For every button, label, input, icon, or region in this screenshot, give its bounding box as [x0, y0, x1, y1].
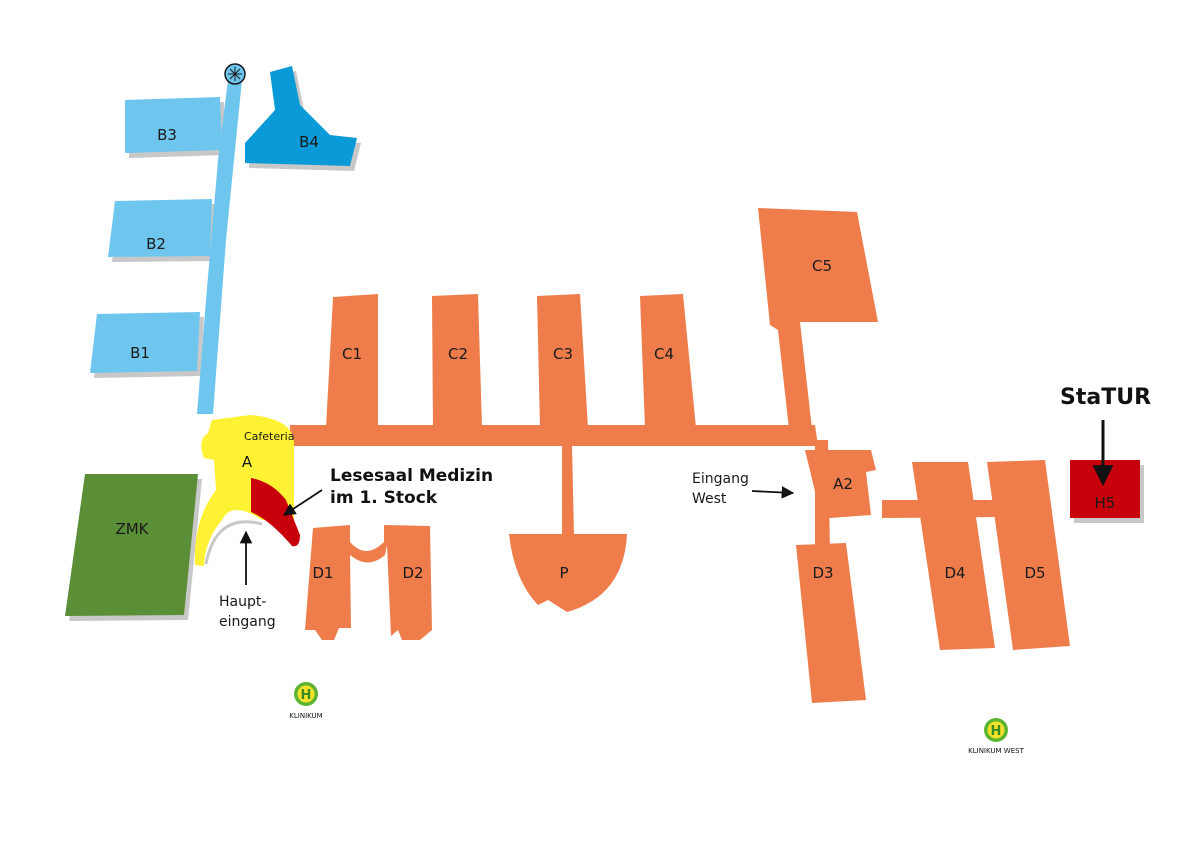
building-d5[interactable] — [987, 460, 1070, 650]
label-cafeteria: Cafeteria — [244, 430, 294, 443]
building-b4[interactable] — [245, 66, 357, 166]
label-b3: B3 — [157, 126, 177, 144]
hauptMain-label-line1: Haupt- — [219, 594, 266, 610]
building-a[interactable] — [194, 415, 294, 566]
annotations: Lesesaal Medizin im 1. Stock Haupt- eing… — [219, 385, 1151, 630]
eingang-west-arrow — [751, 486, 795, 499]
label-a: A — [242, 453, 253, 471]
building-c4[interactable] — [640, 294, 696, 428]
label-d3: D3 — [812, 564, 833, 582]
bus-stop-name: KLINIKUM WEST — [968, 747, 1024, 755]
haupteingang-label-line2: eingang — [219, 614, 276, 630]
building-c2[interactable] — [432, 294, 482, 428]
building-c1[interactable] — [326, 294, 378, 428]
label-d2: D2 — [402, 564, 423, 582]
label-h5: H5 — [1095, 494, 1116, 512]
bus-stop-icon-inner — [987, 721, 1005, 739]
building-b2[interactable] — [108, 199, 212, 257]
label-b1: B1 — [130, 344, 150, 362]
staircase-icon-lines — [228, 67, 242, 81]
label-a2: A2 — [833, 475, 853, 493]
bus-stop-klinikum-west[interactable]: H KLINIKUM WEST — [968, 718, 1025, 755]
lesesaal-label-line2: im 1. Stock — [330, 488, 438, 508]
label-d5: D5 — [1024, 564, 1045, 582]
statur-label: StaTUR — [1060, 385, 1151, 410]
label-c2: C2 — [448, 345, 468, 363]
building-d3[interactable] — [796, 543, 866, 703]
eingang-west-label-line1: Eingang — [692, 471, 749, 487]
bus-stop-symbol: H — [301, 688, 312, 703]
main-corridor — [290, 425, 818, 446]
bus-stop-klinikum[interactable]: H KLINIKUM — [289, 682, 323, 720]
orange-buildings — [290, 208, 1070, 703]
bus-stop-symbol: H — [991, 724, 1002, 739]
label-zmk: ZMK — [115, 520, 149, 538]
eingang-west-label-line2: West — [692, 491, 727, 507]
building-b1[interactable] — [90, 312, 200, 373]
building-labels: B3 B4 B2 B1 C1 C2 C3 C4 C5 A Cafeteria Z… — [115, 126, 1115, 582]
label-c1: C1 — [342, 345, 362, 363]
bus-stop-icon-inner — [297, 685, 315, 703]
label-b2: B2 — [146, 235, 166, 253]
b-wing — [90, 63, 357, 414]
building-b3[interactable] — [125, 97, 222, 153]
building-p[interactable] — [509, 534, 627, 612]
label-d4: D4 — [944, 564, 965, 582]
b-wing-corridor — [197, 80, 242, 414]
lesesaal-arrow — [282, 489, 323, 516]
lesesaal-label-line1: Lesesaal Medizin — [330, 466, 493, 486]
lesesaal-medizin[interactable] — [251, 478, 300, 547]
corridor-a2-d3 — [815, 440, 830, 550]
building-d4[interactable] — [912, 462, 995, 650]
label-d1: D1 — [312, 564, 333, 582]
building-c5[interactable] — [758, 208, 878, 438]
label-c5: C5 — [812, 257, 832, 275]
label-c3: C3 — [553, 345, 573, 363]
building-c3[interactable] — [537, 294, 588, 428]
label-p: P — [559, 564, 568, 582]
label-b4: B4 — [299, 133, 319, 151]
label-c4: C4 — [654, 345, 674, 363]
building-d1[interactable] — [305, 525, 432, 640]
bus-stop-name: KLINIKUM — [289, 712, 322, 720]
corridor-to-p — [562, 446, 574, 535]
building-zmk[interactable] — [65, 474, 198, 616]
